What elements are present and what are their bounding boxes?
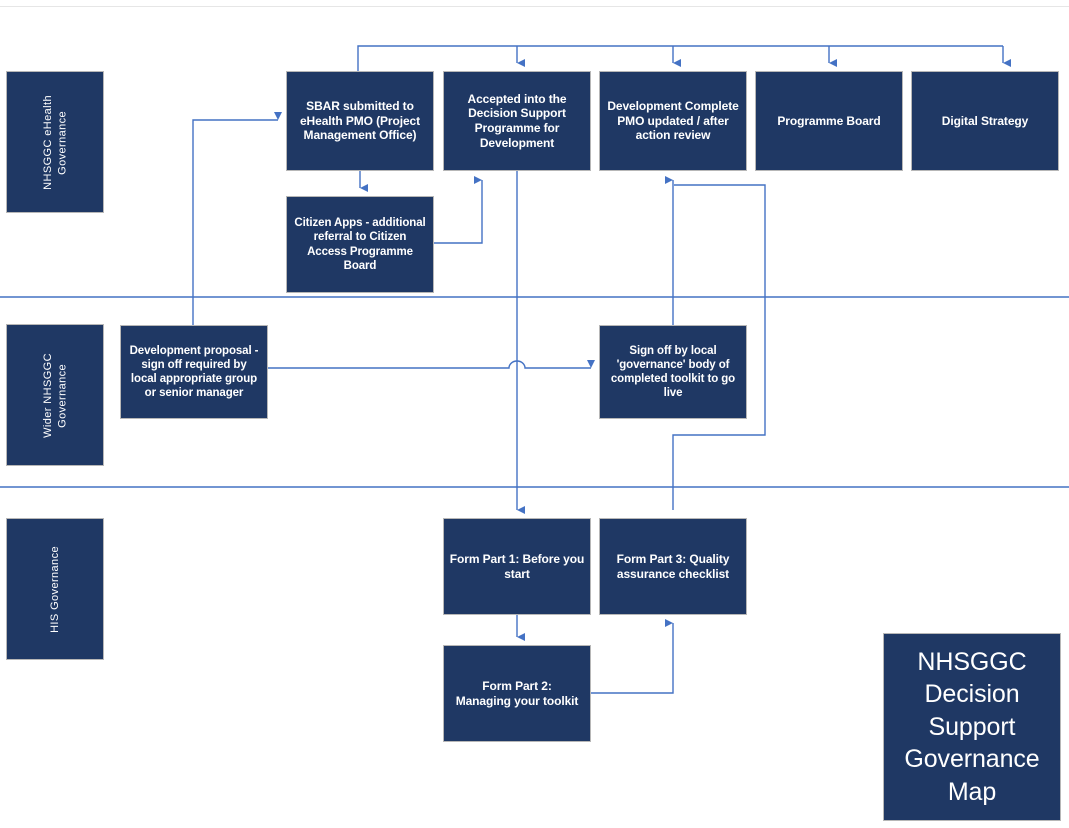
node-programme-board[interactable]: Programme Board [755,71,903,171]
band-label-ehealth-text: NHSGGC eHealth Governance [41,94,68,190]
node-sbar-label: SBAR submitted to eHealth PMO (Project M… [299,99,421,143]
node-dev-proposal[interactable]: Development proposal - sign off required… [120,325,268,419]
diagram-title-card: NHSGGC Decision Support Governance Map [883,633,1061,821]
diagram-title-text: NHSGGC Decision Support Governance Map [904,647,1040,806]
node-form-part-3-label: Form Part 3: Quality assurance checklist [616,551,730,581]
band-label-his: HIS Governance [6,518,104,660]
node-sign-off[interactable]: Sign off by local 'governance' body of c… [599,325,747,419]
node-form-part-2[interactable]: Form Part 2: Managing your toolkit [443,645,591,742]
conn-proposal-to-sbar [192,112,282,325]
node-dev-complete[interactable]: Development Complete PMO updated / after… [599,71,747,171]
node-dev-proposal-label: Development proposal - sign off required… [129,344,259,400]
node-dev-complete-label: Development Complete PMO updated / after… [607,99,739,143]
node-form-part-3[interactable]: Form Part 3: Quality assurance checklist [599,518,747,615]
band-label-wider: Wider NHSGGC Governance [6,324,104,466]
node-accepted-label: Accepted into the Decision Support Progr… [467,91,567,150]
node-form-part-1-label: Form Part 1: Before you start [449,551,585,581]
band-label-ehealth: NHSGGC eHealth Governance [6,71,104,213]
window-top-strip [0,0,1069,7]
node-accepted[interactable]: Accepted into the Decision Support Progr… [443,71,591,171]
conn-form-part-2-to-form-part-3 [591,619,674,694]
conn-bus-top [357,45,1003,71]
node-programme-board-label: Programme Board [777,113,881,128]
node-sbar[interactable]: SBAR submitted to eHealth PMO (Project M… [286,71,434,171]
node-form-part-1[interactable]: Form Part 1: Before you start [443,518,591,615]
band-label-his-text: HIS Governance [48,545,61,633]
node-form-part-2-label: Form Part 2: Managing your toolkit [455,678,579,708]
node-sign-off-label: Sign off by local 'governance' body of c… [610,344,736,400]
band-label-wider-text: Wider NHSGGC Governance [41,352,68,438]
conn-citizen-to-accepted [434,176,483,244]
node-digital-strategy[interactable]: Digital Strategy [911,71,1059,171]
node-citizen-apps[interactable]: Citizen Apps - additional referral to Ci… [286,196,434,293]
node-citizen-apps-label: Citizen Apps - additional referral to Ci… [294,217,426,272]
node-digital-strategy-label: Digital Strategy [941,113,1029,128]
conn-proposal-to-sign-off [268,360,595,369]
